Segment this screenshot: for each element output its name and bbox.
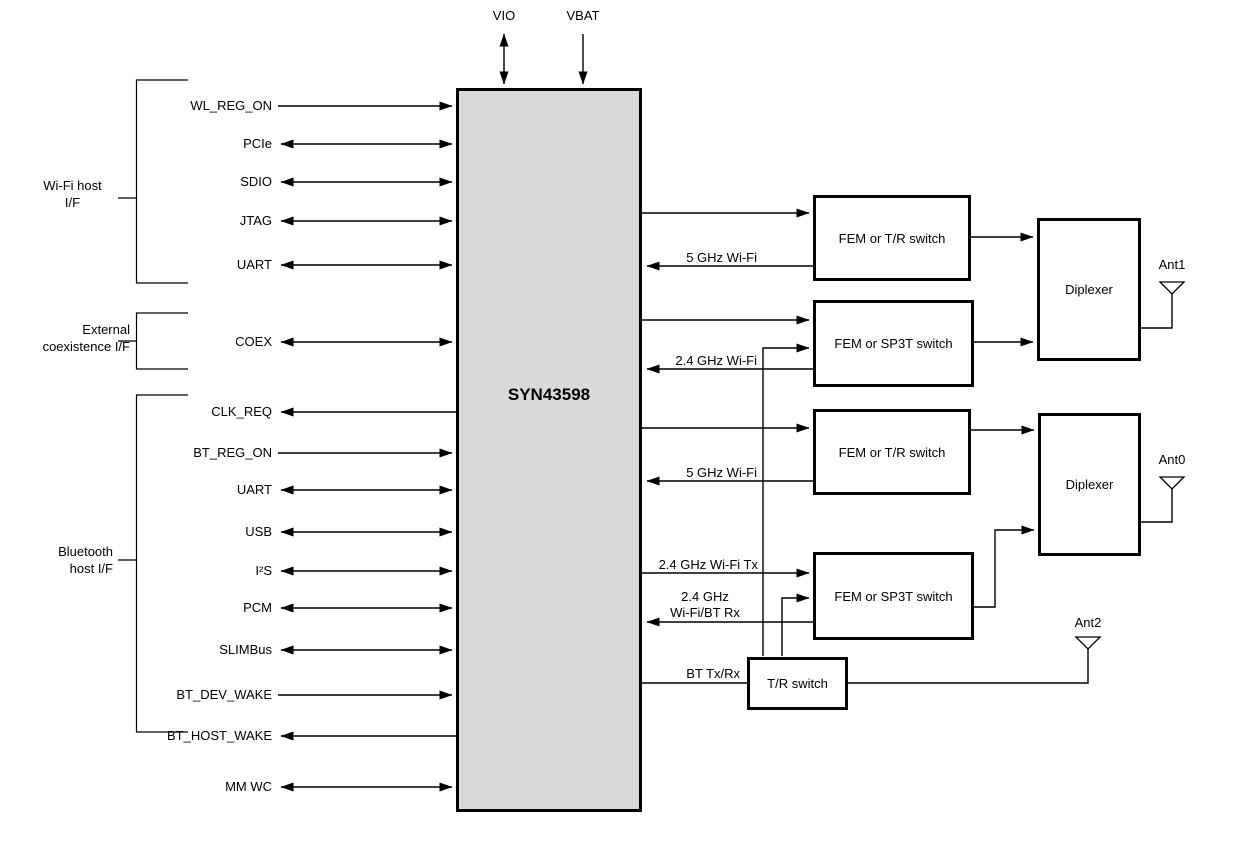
block-label: FEM or SP3T switch (834, 588, 953, 604)
signal-label-uart-wifi: UART (236, 257, 272, 272)
antenna-icon (1158, 281, 1186, 295)
power-pin-arrows (499, 33, 588, 85)
chip-label: SYN43598 (507, 385, 591, 404)
antenna-label-ant2: Ant2 (1074, 615, 1102, 630)
signal-label-bt-host-wake: BT_HOST_WAKE (167, 728, 272, 743)
fem-or-sp3t-switch-block-2: FEM or SP3T switch (813, 552, 974, 640)
signal-label-sdio: SDIO (240, 174, 272, 189)
signal-label-jtag: JTAG (239, 213, 272, 228)
diplexer-block-2: Diplexer (1038, 413, 1141, 556)
antenna-feed-lines (848, 232, 1173, 684)
block-label: FEM or T/R switch (838, 230, 946, 246)
rf-label-bt-tx-rx: BT Tx/Rx (686, 666, 740, 681)
power-pin-label-vio: VIO (492, 8, 516, 23)
rf-label-5ghz-wifi-1: 5 GHz Wi-Fi (686, 250, 757, 265)
power-pin-label-vbat: VBAT (566, 8, 600, 23)
antenna-label-ant1: Ant1 (1158, 257, 1186, 272)
rf-label-24ghz-wifi-tx: 2.4 GHz Wi-Fi Tx (658, 557, 758, 572)
fem-or-tr-switch-block-2: FEM or T/R switch (813, 409, 971, 495)
signal-label-bt-reg-on: BT_REG_ON (193, 445, 272, 460)
block-label: Diplexer (1065, 282, 1113, 297)
chip-block: SYN43598 (456, 88, 642, 812)
group-label-bluetooth-host: Bluetooth host I/F (58, 544, 113, 576)
signal-label-clk-req: CLK_REQ (211, 404, 272, 419)
rf-label-24ghz-wifi-bt-rx: 2.4 GHz Wi-Fi/BT Rx (670, 589, 740, 620)
fem-or-sp3t-switch-block-1: FEM or SP3T switch (813, 300, 974, 387)
signal-label-pcm: PCM (243, 600, 272, 615)
tr-switch-block: T/R switch (747, 657, 848, 710)
block-label: T/R switch (767, 676, 828, 691)
block-label: FEM or T/R switch (838, 444, 946, 460)
antenna-label-ant0: Ant0 (1158, 452, 1186, 467)
signal-label-pcie: PCIe (243, 136, 272, 151)
signal-label-coex: COEX (235, 334, 272, 349)
group-label-wifi-host: Wi-Fi host I/F (43, 178, 102, 210)
antenna-icons (1074, 281, 1186, 650)
rf-label-5ghz-wifi-2: 5 GHz Wi-Fi (686, 465, 757, 480)
block-label: Diplexer (1065, 477, 1114, 492)
antenna-icon (1074, 636, 1102, 650)
rf-label-24ghz-wifi: 2.4 GHz Wi-Fi (675, 353, 757, 368)
group-brackets (118, 79, 188, 733)
fem-or-tr-switch-block-1: FEM or T/R switch (813, 195, 971, 281)
signal-label-uart-bt: UART (236, 482, 272, 497)
signal-label-wl-reg-on: WL_REG_ON (190, 98, 272, 113)
signal-label-i2s: I²S (255, 563, 272, 578)
signal-label-slimbus: SLIMBus (219, 642, 272, 657)
diplexer-block-1: Diplexer (1037, 218, 1141, 361)
antenna-icon (1158, 476, 1186, 490)
signal-label-mm-wc: MM WC (225, 779, 272, 794)
signal-label-usb: USB (245, 524, 272, 539)
block-label: FEM or SP3T switch (834, 336, 953, 351)
signal-label-bt-dev-wake: BT_DEV_WAKE (176, 687, 272, 702)
rf-path-lines (642, 208, 813, 684)
host-signal-lines (278, 101, 457, 792)
group-label-external-coexistence: External coexistence I/F (42, 322, 130, 354)
